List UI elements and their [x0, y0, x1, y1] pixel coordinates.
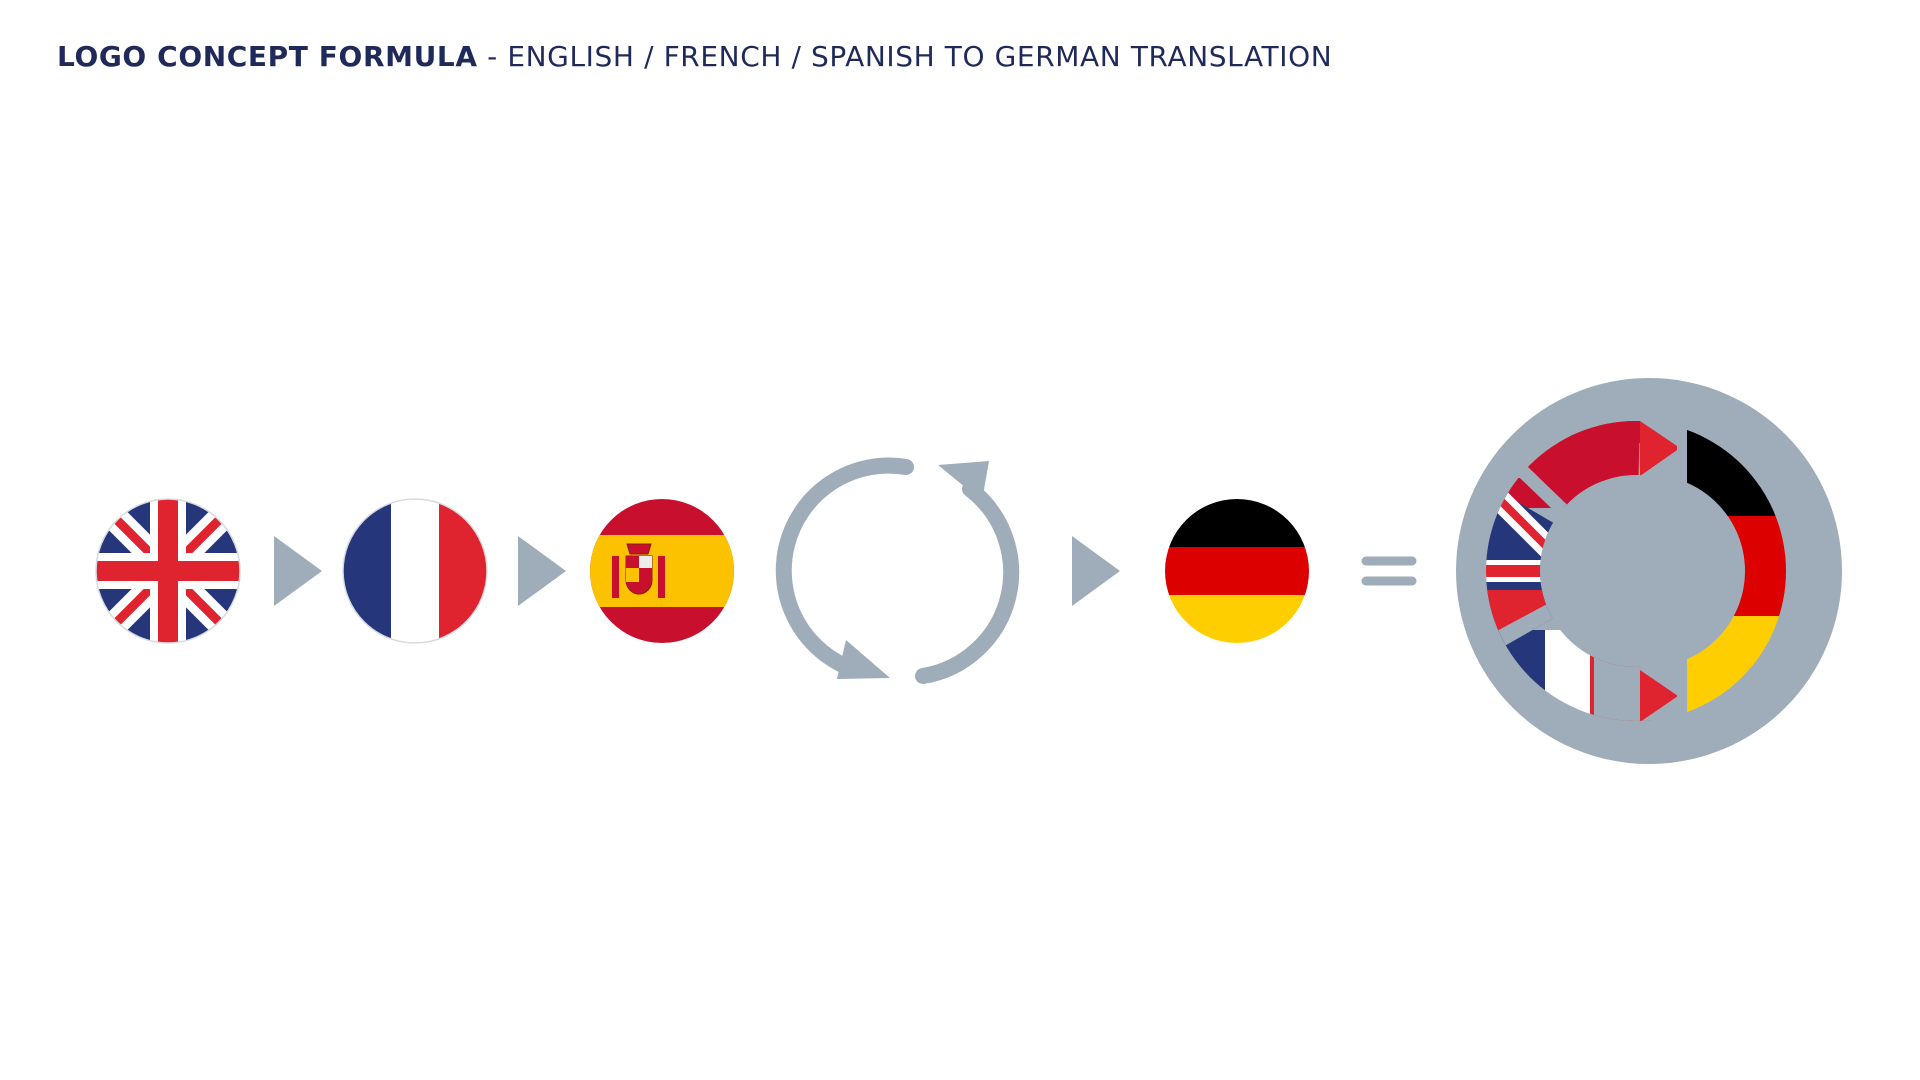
title-separator: -	[477, 40, 508, 73]
page-title: LOGO CONCEPT FORMULA - ENGLISH / FRENCH …	[57, 40, 1332, 73]
translate-cycle-icon	[775, 457, 1020, 684]
spain-flag-icon	[590, 499, 734, 643]
uk-flag-icon	[95, 498, 241, 644]
title-bold: LOGO CONCEPT FORMULA	[57, 40, 478, 73]
arrow-right-icon	[274, 536, 322, 606]
combined-logo	[1456, 378, 1842, 764]
arrow-right-icon	[518, 536, 566, 606]
equals-icon	[1361, 556, 1417, 586]
arrow-right-icon	[1072, 536, 1120, 606]
france-flag-icon	[342, 498, 488, 644]
germany-flag-icon	[1165, 499, 1309, 643]
coat-of-arms-icon	[612, 543, 665, 598]
title-subtitle: ENGLISH / FRENCH / SPANISH TO GERMAN TRA…	[507, 40, 1333, 73]
